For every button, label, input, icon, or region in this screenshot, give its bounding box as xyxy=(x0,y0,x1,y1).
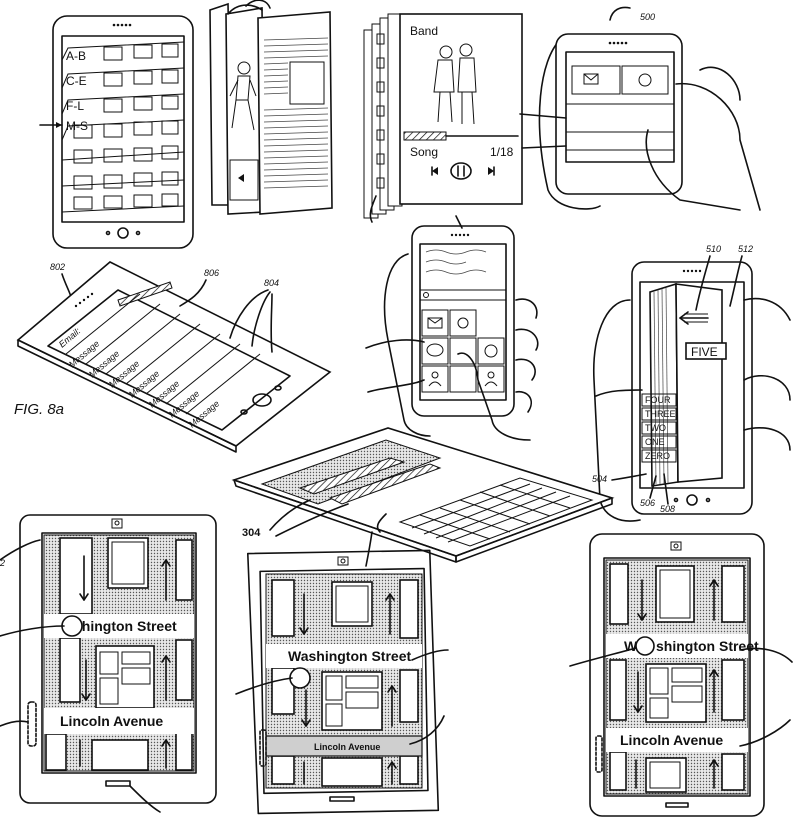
street-label: Lincoln Avenue xyxy=(60,713,163,729)
stack-label: FOUR xyxy=(645,395,671,405)
speaker-dots xyxy=(112,23,132,27)
tab-label: F-L xyxy=(66,99,84,113)
prev-icon xyxy=(431,166,438,176)
street-label: shington Street xyxy=(656,638,759,654)
home-button xyxy=(105,227,141,239)
tab-label: A-B xyxy=(66,49,86,63)
location-marker xyxy=(61,615,83,637)
map-tablet-1: shington Street Lincoln Avenue 2 xyxy=(0,514,217,813)
stack-label: TWO xyxy=(645,423,666,433)
couple-illustration xyxy=(433,43,477,125)
map-tablet-2: Washington Street Lincoln Avenue xyxy=(235,531,449,815)
ref-512: 512 xyxy=(738,244,753,254)
big-label: FIVE xyxy=(691,345,718,359)
ref-label: 500 xyxy=(640,12,655,22)
stack-label: THREE xyxy=(645,409,676,419)
ref-804: 804 xyxy=(264,278,279,288)
tab-label: M-S xyxy=(66,119,88,133)
camera-icon xyxy=(337,556,349,566)
map-tablet-3: W shington Street Lincoln Avenue xyxy=(569,533,793,817)
street-label: shington Street xyxy=(74,618,177,634)
music-player-figure: Band Song 1/18 xyxy=(363,13,523,223)
page-flip-figure xyxy=(209,0,333,215)
tiles-phone-figure xyxy=(365,215,539,441)
mail-icon xyxy=(427,317,443,329)
lead-arrow xyxy=(39,122,63,128)
track-counter: 1/18 xyxy=(490,145,514,159)
globe-icon xyxy=(484,344,498,358)
hand-phone-figure: 500 xyxy=(519,6,761,211)
location-marker xyxy=(635,636,655,656)
stack-label: ONE xyxy=(645,437,665,447)
song-label: Song xyxy=(410,145,438,159)
person-icon xyxy=(484,371,498,387)
street-label: Lincoln Avenue xyxy=(620,732,723,748)
tab-label: C-E xyxy=(66,74,87,88)
stack-label: ZERO xyxy=(645,451,670,461)
home-button xyxy=(240,385,282,415)
speech-bubble-icon xyxy=(426,343,444,357)
play-pause-button xyxy=(450,162,472,180)
ref-label: 2 xyxy=(0,558,5,568)
location-marker xyxy=(289,667,311,689)
ref-506: 506 xyxy=(640,498,655,508)
email-phone-figure: 802 Email: Message Message Message Messa… xyxy=(14,261,332,453)
phone-icon xyxy=(638,73,652,87)
person-icon xyxy=(428,371,442,387)
phone-icon xyxy=(457,317,469,329)
ref-504: 504 xyxy=(592,474,607,484)
back-arrow-icon xyxy=(679,311,709,325)
camera-icon xyxy=(670,541,682,551)
ref-510: 510 xyxy=(706,244,721,254)
ref-304: 304 xyxy=(242,527,261,539)
countdown-phone-figure: FIVE FOUR THREE TWO ONE ZERO 510 512 504… xyxy=(592,244,791,522)
next-icon xyxy=(488,166,495,176)
figure-label: FIG. 8a xyxy=(14,401,64,418)
keyboard-device-figure: 304 xyxy=(231,427,615,563)
camera-icon xyxy=(111,518,123,529)
ref-806: 806 xyxy=(204,268,219,278)
home-button xyxy=(673,494,711,506)
contacts-tablet-figure: A-B C-E F-L M-S xyxy=(39,15,194,249)
ref-508: 508 xyxy=(660,504,675,514)
album-title: Band xyxy=(410,24,438,38)
ref-802: 802 xyxy=(50,262,65,272)
street-label: Washington Street xyxy=(288,648,411,664)
mail-icon xyxy=(583,73,599,85)
street-label: Lincoln Avenue xyxy=(314,742,380,752)
